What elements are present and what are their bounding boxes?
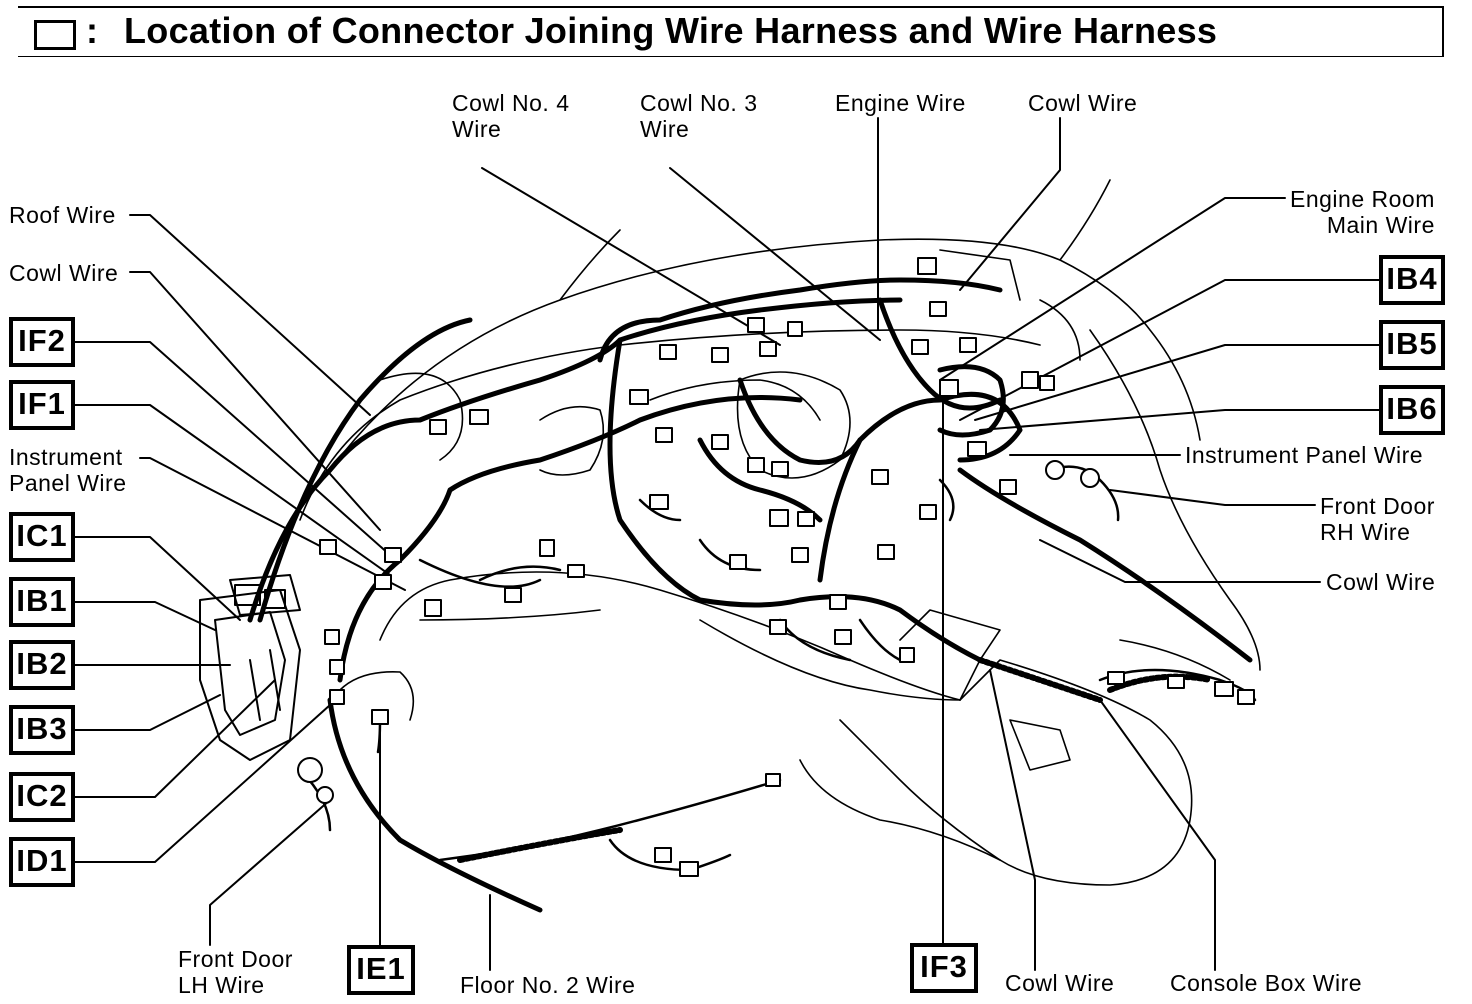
label-cowl-wire-bottom: Cowl Wire <box>1005 970 1115 996</box>
code-ib6: IB6 <box>1379 385 1445 435</box>
code-ic1: IC1 <box>9 512 75 562</box>
connector-symbol-icon <box>34 20 76 50</box>
code-ic2: IC2 <box>9 772 75 822</box>
beaded-wires <box>457 657 1213 863</box>
label-cowl-wire-right: Cowl Wire <box>1326 569 1436 595</box>
code-ib1: IB1 <box>9 577 75 627</box>
page-title: Location of Connector Joining Wire Harne… <box>124 10 1218 51</box>
branch-wires <box>298 465 1257 872</box>
label-roof-wire: Roof Wire <box>9 202 116 228</box>
label-cowl-no4-wire: Cowl No. 4 Wire <box>452 90 570 142</box>
label-engine-wire: Engine Wire <box>835 90 966 116</box>
label-instrument-panel-wire-left: Instrument Panel Wire <box>9 444 127 496</box>
label-console-box-wire: Console Box Wire <box>1170 970 1363 996</box>
label-front-door-rh-wire: Front Door RH Wire <box>1320 493 1435 545</box>
label-cowl-wire-top: Cowl Wire <box>1028 90 1138 116</box>
junction-block <box>199 574 301 761</box>
title-separator: : <box>86 10 98 51</box>
label-floor-no2-wire: Floor No. 2 Wire <box>460 972 636 998</box>
code-ib3: IB3 <box>9 705 75 755</box>
code-ie1: IE1 <box>347 945 415 995</box>
code-id1: ID1 <box>9 837 75 887</box>
connectors <box>297 257 1255 877</box>
code-if1: IF1 <box>9 380 75 430</box>
code-ib4: IB4 <box>1379 255 1445 305</box>
label-instrument-panel-wire-right: Instrument Panel Wire <box>1185 442 1424 468</box>
code-ib2: IB2 <box>9 640 75 690</box>
code-if2: IF2 <box>9 317 75 367</box>
title-frame <box>18 6 1444 57</box>
code-if3: IF3 <box>910 943 978 993</box>
label-engine-room-main-wire: Engine Room Main Wire <box>1290 186 1435 238</box>
label-front-door-lh-wire: Front Door LH Wire <box>178 946 293 998</box>
pointer-lines <box>74 117 1380 971</box>
code-ib5: IB5 <box>1379 320 1445 370</box>
label-cowl-wire-left: Cowl Wire <box>9 260 119 286</box>
label-cowl-no3-wire: Cowl No. 3 Wire <box>640 90 758 142</box>
